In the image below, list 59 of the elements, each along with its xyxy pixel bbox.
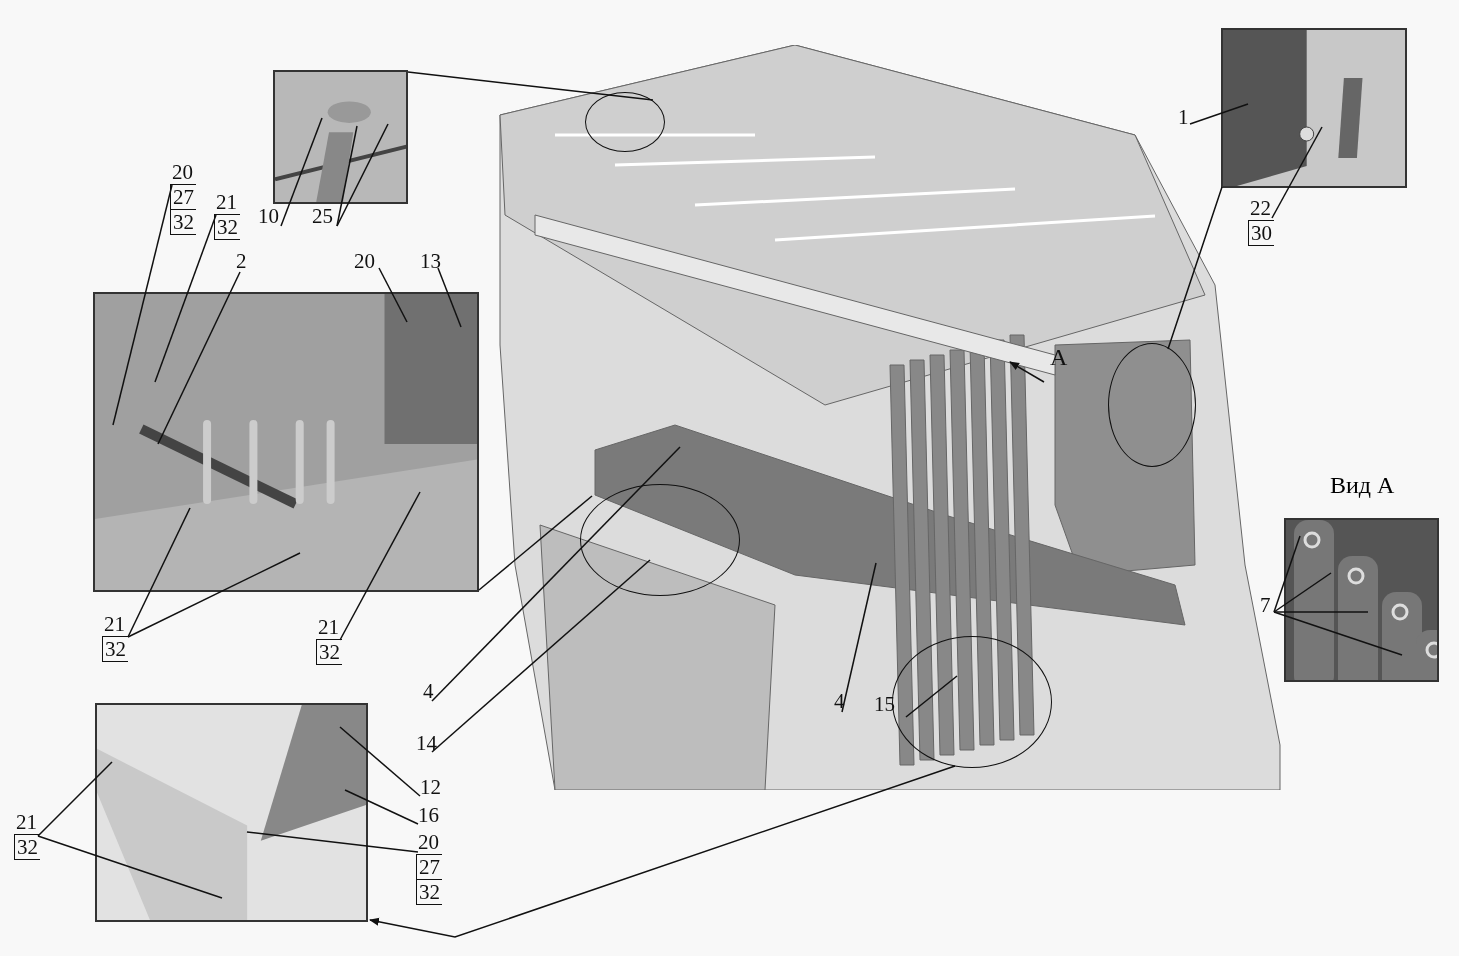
callout-number: 32 xyxy=(102,637,128,662)
leader-line xyxy=(1273,572,1332,613)
callout-number: 2 xyxy=(236,250,247,272)
callout-number: 30 xyxy=(1248,221,1274,246)
connector-line xyxy=(407,71,654,101)
leader-line xyxy=(431,559,651,753)
leader-line xyxy=(378,267,408,323)
callout-number: 14 xyxy=(416,732,437,754)
detail-view-drawing xyxy=(273,70,408,204)
callout-number: 4 xyxy=(423,680,434,702)
callout-number: 32 xyxy=(416,880,442,905)
callout-number: 20 xyxy=(416,830,442,855)
leader-line xyxy=(37,761,113,837)
leader-line xyxy=(37,835,223,899)
detail-view-drawing xyxy=(95,703,368,922)
leader-line xyxy=(1273,611,1403,656)
callout-number: 7 xyxy=(1260,594,1271,616)
callout-number: 21 xyxy=(102,612,128,637)
callout-number: 20 xyxy=(354,250,375,272)
callout-number: 20 xyxy=(170,160,196,185)
callout-number: 25 xyxy=(312,205,333,227)
connector-line xyxy=(1167,186,1223,350)
callout-number: 13 xyxy=(420,250,441,272)
callout-number: 1 xyxy=(1178,106,1189,128)
leader-line xyxy=(344,789,419,825)
leader-line xyxy=(431,446,681,702)
callout-number: 10 xyxy=(258,205,279,227)
leader-line xyxy=(339,726,421,797)
arrow xyxy=(369,765,956,938)
callout-number: 12 xyxy=(420,776,441,798)
leader-line xyxy=(437,267,462,328)
callout-number: 21 xyxy=(214,190,240,215)
leader-line xyxy=(246,831,419,853)
leader-line xyxy=(1189,103,1249,125)
leader-line xyxy=(336,123,389,227)
leader-line xyxy=(280,117,323,227)
callout-number: 16 xyxy=(418,804,439,826)
callout-number: 32 xyxy=(316,640,342,665)
leader-line xyxy=(127,507,191,638)
callout-number: 27 xyxy=(170,185,196,210)
callout-number: 32 xyxy=(170,210,196,235)
leader-line xyxy=(157,271,241,445)
callout-number: 22 xyxy=(1248,196,1274,221)
callout-number: 21 xyxy=(14,810,40,835)
callout-number: 4 xyxy=(834,690,845,712)
callout-number: 27 xyxy=(416,855,442,880)
leader-line xyxy=(1273,535,1301,613)
callout-number: 32 xyxy=(214,215,240,240)
leader-line xyxy=(112,184,173,426)
connector-line xyxy=(478,495,593,591)
detail-view-drawing xyxy=(1221,28,1407,188)
view-title: Вид А xyxy=(1330,472,1395,499)
detail-view-drawing xyxy=(93,292,479,592)
leader-line xyxy=(1273,611,1369,613)
callout-number: 32 xyxy=(14,835,40,860)
leader-line xyxy=(154,214,217,383)
leader-line xyxy=(127,552,301,638)
leader-line xyxy=(841,562,877,713)
callout-number: 21 xyxy=(316,615,342,640)
